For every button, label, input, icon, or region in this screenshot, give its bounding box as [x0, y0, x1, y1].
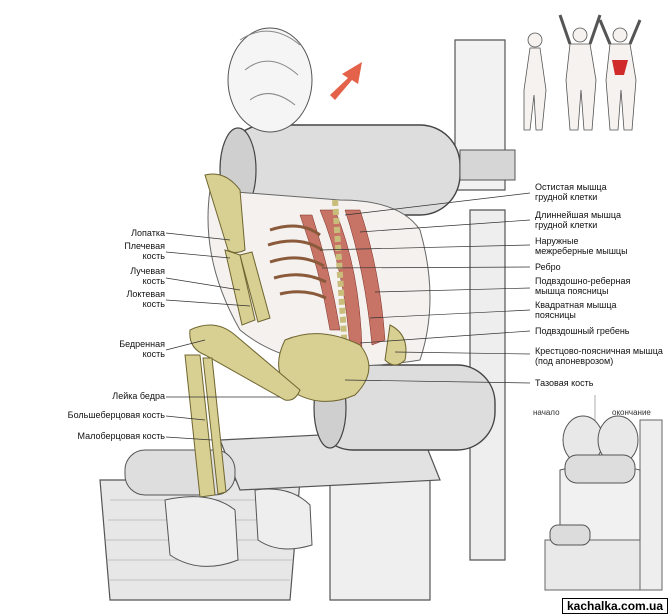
- leader-lines-right: [319, 192, 531, 384]
- figure-head: [227, 27, 313, 133]
- label-pelvic-bone: Тазовая кость: [535, 378, 594, 388]
- label-scapula: Лопатка: [131, 228, 165, 238]
- label-start: начало: [533, 408, 560, 417]
- arm-bones: [204, 173, 271, 326]
- label-external-intercostals: Наружные межреберные мышцы: [535, 236, 628, 256]
- label-ulna: Локтевая кость: [126, 289, 165, 309]
- anatomy-figure-side: [523, 32, 547, 131]
- anatomy-figure-back: [598, 19, 642, 131]
- leader-lines-left: [165, 232, 280, 441]
- site-watermark: kachalka.com.ua: [562, 598, 669, 614]
- start-end-inset: [525, 395, 665, 600]
- anatomy-figures-inset: [523, 14, 642, 131]
- anatomy-figure-front: [558, 14, 602, 131]
- label-femur: Бедренная кость: [119, 339, 165, 359]
- shoes: [164, 488, 313, 567]
- label-humerus: Плечевая кость: [124, 241, 165, 261]
- femur-bone: [189, 324, 301, 401]
- label-end: окончание: [612, 408, 651, 417]
- rib-cage: [267, 224, 327, 300]
- label-iliocostalis-lumborum: Подвздошно-реберная мышца поясницы: [535, 276, 631, 296]
- label-fibula: Малоберцовая кость: [77, 431, 166, 441]
- label-radius: Лучевая кость: [130, 266, 165, 286]
- label-tibia: Большеберцовая кость: [67, 410, 165, 420]
- label-quadratus-lumborum: Квадратная мышца поясницы: [535, 300, 617, 320]
- sacrum-bone: [384, 324, 407, 366]
- label-iliac-crest: Подвздошный гребень: [535, 326, 630, 336]
- label-femoral-neck: Лейка бедра: [112, 391, 165, 401]
- label-longissimus-thoracis: Длиннейшая мышца грудной клетки: [535, 210, 621, 230]
- label-rib: Ребро: [535, 262, 561, 272]
- direction-arrow: [330, 62, 362, 100]
- leg-bones: [184, 354, 227, 498]
- upper-back-pad: [219, 124, 516, 216]
- spine: [332, 199, 348, 351]
- label-sacrospinalis: Крестцово-поясничная мышца (под апоневро…: [535, 346, 663, 366]
- label-spinalis-thoracis: Остистая мышца грудной клетки: [535, 182, 607, 202]
